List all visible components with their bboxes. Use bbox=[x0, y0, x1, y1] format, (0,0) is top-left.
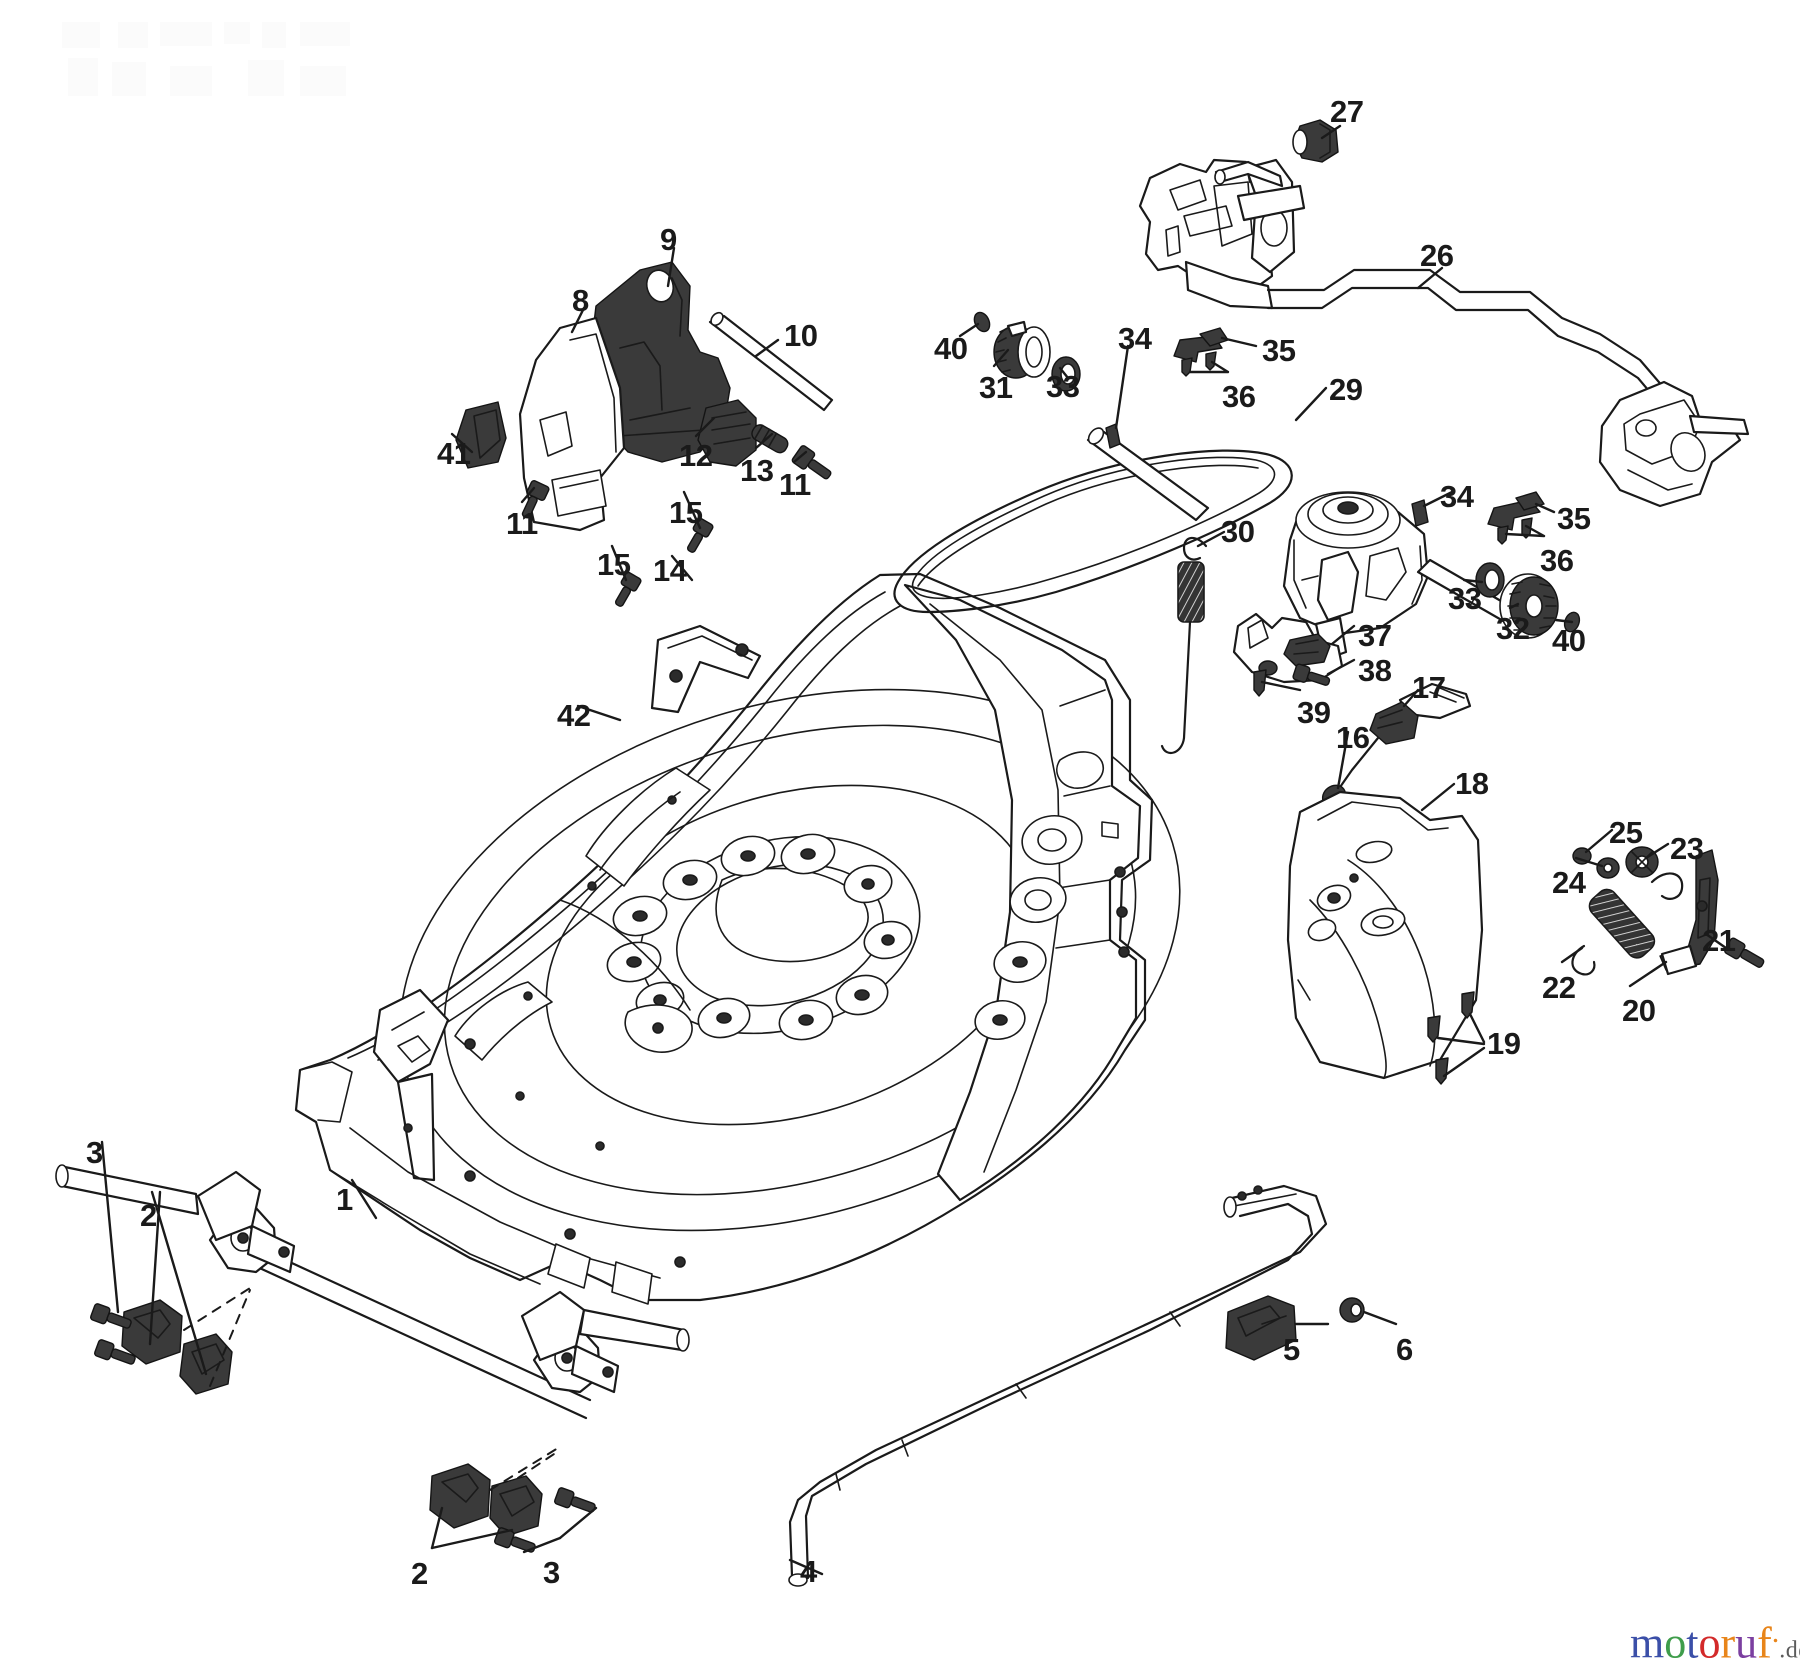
pulley-31 bbox=[993, 320, 1051, 379]
callout-3-right: 3 bbox=[543, 1555, 560, 1590]
callout-41: 41 bbox=[437, 436, 471, 471]
wm-letter-r: r bbox=[1720, 1618, 1736, 1668]
callout-33-right: 33 bbox=[1448, 581, 1482, 616]
callout-11-upper: 11 bbox=[779, 467, 811, 502]
callout-22: 22 bbox=[1542, 970, 1576, 1005]
callout-40-right: 40 bbox=[1552, 623, 1586, 658]
callout-27: 27 bbox=[1330, 94, 1364, 129]
deck-left-pad bbox=[585, 767, 711, 891]
scan-artifact bbox=[300, 22, 350, 46]
deck-left-bracket bbox=[372, 981, 553, 1182]
callout-32: 32 bbox=[1496, 611, 1530, 646]
drive-belt bbox=[893, 449, 1293, 614]
cable-clamp-37-38-39 bbox=[1232, 612, 1344, 697]
callout-11-lower: 11 bbox=[506, 506, 538, 541]
wm-letter-f: f bbox=[1757, 1618, 1772, 1668]
callout-12: 12 bbox=[679, 438, 713, 473]
callout-24: 24 bbox=[1552, 865, 1586, 900]
scan-artifact bbox=[300, 66, 346, 96]
scan-artifact bbox=[248, 60, 284, 96]
front-axle-assembly bbox=[55, 1164, 690, 1554]
callout-31: 31 bbox=[979, 370, 1013, 405]
wm-letter-t: t bbox=[1686, 1618, 1699, 1668]
scan-artifact bbox=[224, 22, 250, 44]
scan-artifact bbox=[118, 22, 148, 48]
callout-15-lower: 15 bbox=[597, 547, 631, 582]
callout-19: 19 bbox=[1487, 1026, 1521, 1061]
callout-4: 4 bbox=[800, 1554, 817, 1589]
callout-13: 13 bbox=[740, 453, 774, 488]
handle-lever-group bbox=[455, 261, 834, 714]
callout-38: 38 bbox=[1358, 653, 1392, 688]
wm-letter-m: m bbox=[1630, 1618, 1665, 1668]
scan-artifact bbox=[62, 22, 100, 48]
motoruf-watermark-logo: motoruf..de bbox=[1630, 1618, 1800, 1666]
callout-36-left: 36 bbox=[1222, 379, 1256, 414]
callout-40-left: 40 bbox=[934, 331, 968, 366]
callout-2-right: 2 bbox=[411, 1556, 428, 1591]
pulley-32 bbox=[1499, 573, 1559, 639]
tension-spring-30 bbox=[1160, 536, 1208, 755]
scan-artifact bbox=[160, 22, 212, 46]
callout-18: 18 bbox=[1455, 766, 1489, 801]
callout-36-right: 36 bbox=[1540, 543, 1574, 578]
callout-25: 25 bbox=[1609, 815, 1643, 850]
callout-9: 9 bbox=[660, 222, 677, 257]
side-cover-18 bbox=[1286, 790, 1484, 1080]
callout-6: 6 bbox=[1396, 1332, 1413, 1367]
callout-8: 8 bbox=[572, 283, 589, 318]
callout-39: 39 bbox=[1297, 695, 1331, 730]
callout-20: 20 bbox=[1622, 993, 1656, 1028]
callout-30: 30 bbox=[1221, 514, 1255, 549]
callout-35-right: 35 bbox=[1557, 501, 1591, 536]
callout-2-left: 2 bbox=[140, 1198, 157, 1233]
callout-23: 23 bbox=[1670, 831, 1704, 866]
wm-letter-o2: o bbox=[1698, 1618, 1721, 1668]
callout-17: 17 bbox=[1412, 670, 1446, 705]
callout-34-right: 34 bbox=[1440, 479, 1474, 514]
spring-and-lever-group bbox=[1571, 846, 1765, 976]
leader-lines bbox=[100, 124, 1728, 1314]
callout-33-left: 33 bbox=[1046, 369, 1080, 404]
callout-10: 10 bbox=[784, 318, 818, 353]
deck-rear-wall bbox=[903, 583, 1142, 1202]
callout-26: 26 bbox=[1420, 238, 1454, 273]
wm-letter-u: u bbox=[1735, 1618, 1758, 1668]
drive-bail-assembly bbox=[1138, 119, 1750, 508]
scan-artifact bbox=[170, 66, 212, 96]
callout-1: 1 bbox=[336, 1182, 353, 1217]
callout-16: 16 bbox=[1336, 720, 1370, 755]
callout-14: 14 bbox=[653, 553, 687, 588]
callout-5: 5 bbox=[1283, 1332, 1300, 1367]
callout-42: 42 bbox=[557, 698, 591, 733]
callout-21: 21 bbox=[1702, 923, 1736, 958]
callout-35-left: 35 bbox=[1262, 333, 1296, 368]
screws-19 bbox=[1427, 991, 1486, 1085]
scan-artifact bbox=[68, 58, 98, 96]
callout-34-left: 34 bbox=[1118, 321, 1152, 356]
mower-deck-assembly bbox=[294, 572, 1181, 1305]
callout-15-upper: 15 bbox=[669, 495, 703, 530]
deck-front-skirt bbox=[299, 899, 693, 1305]
callout-3-left: 3 bbox=[86, 1135, 103, 1170]
gearbox-body bbox=[1282, 491, 1430, 662]
wm-dot-accent: . bbox=[1771, 1616, 1780, 1649]
wm-letter-o1: o bbox=[1664, 1618, 1687, 1668]
scan-artifact bbox=[112, 62, 146, 96]
scan-artifact bbox=[262, 22, 286, 48]
wm-tld-suffix: .de bbox=[1779, 1637, 1800, 1664]
handle-end-parts bbox=[1225, 1295, 1398, 1361]
lower-handle-bar-4 bbox=[788, 1184, 1328, 1587]
callout-29: 29 bbox=[1329, 372, 1363, 407]
callout-37: 37 bbox=[1358, 618, 1392, 653]
